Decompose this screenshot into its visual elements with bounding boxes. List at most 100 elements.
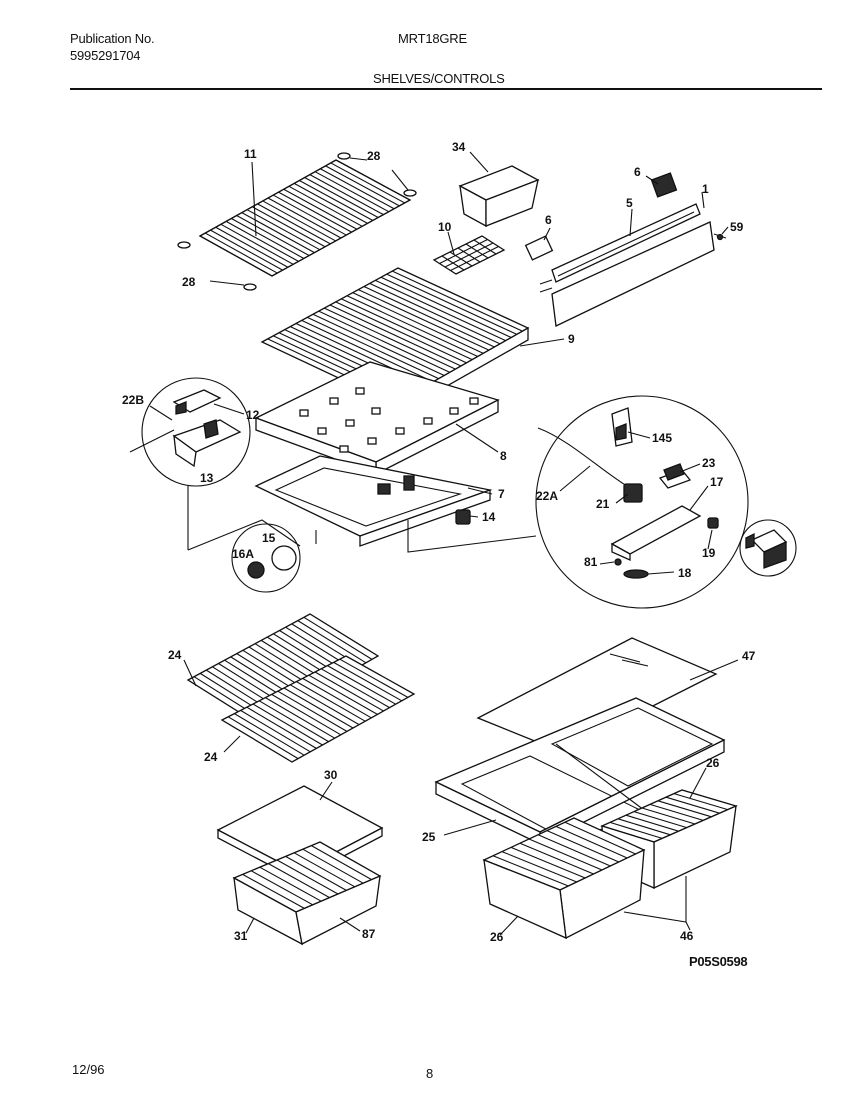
wire-line bbox=[673, 793, 728, 811]
wire-line bbox=[227, 716, 299, 760]
wire-line bbox=[303, 616, 373, 660]
frame-clip bbox=[367, 437, 377, 445]
wire-line bbox=[633, 811, 687, 829]
frame-clip bbox=[345, 419, 355, 427]
wire-line bbox=[308, 674, 378, 715]
callout-6: 6 bbox=[634, 165, 641, 179]
wire-line bbox=[609, 821, 663, 839]
wire-line bbox=[302, 848, 364, 884]
wire-line bbox=[234, 713, 305, 756]
wire-line bbox=[293, 182, 368, 224]
wire-line bbox=[296, 681, 366, 722]
wire-line bbox=[240, 709, 311, 753]
wire-line bbox=[450, 246, 499, 271]
wire-line bbox=[267, 197, 342, 239]
callout-23: 23 bbox=[702, 456, 716, 470]
part-14 bbox=[455, 509, 471, 525]
callout-26: 26 bbox=[490, 930, 504, 944]
wire-line bbox=[320, 668, 390, 709]
wire-line bbox=[293, 852, 356, 888]
wire-line bbox=[386, 273, 518, 335]
wire-line bbox=[492, 855, 569, 887]
wire-line bbox=[555, 825, 628, 859]
wire-line bbox=[307, 316, 439, 380]
wire-line bbox=[276, 859, 339, 895]
wire-line bbox=[283, 687, 354, 729]
frame-clip bbox=[371, 407, 381, 415]
wire-line bbox=[641, 807, 696, 825]
callout-18: 18 bbox=[678, 566, 692, 580]
wire-line bbox=[625, 814, 679, 832]
callout-7: 7 bbox=[498, 487, 505, 501]
wire-line bbox=[501, 851, 578, 883]
wire-line bbox=[289, 684, 360, 726]
detail-circle-left bbox=[129, 377, 251, 487]
callout-5: 5 bbox=[626, 196, 633, 210]
wire-shelf-top bbox=[198, 159, 412, 277]
shelf-frame-7 bbox=[254, 455, 493, 547]
wire-line bbox=[335, 301, 467, 364]
wire-line bbox=[258, 700, 329, 743]
wire-line bbox=[510, 846, 586, 879]
wire-line bbox=[302, 677, 372, 719]
wire-line bbox=[341, 298, 473, 361]
wire-line bbox=[617, 818, 671, 836]
wire-line bbox=[327, 665, 396, 705]
callout-28: 28 bbox=[182, 275, 196, 289]
publication-number: 5995291704 bbox=[70, 48, 141, 63]
callout-28: 28 bbox=[367, 149, 381, 163]
wire-line bbox=[265, 697, 335, 739]
callout-14: 14 bbox=[482, 510, 496, 524]
callout-19: 19 bbox=[702, 546, 716, 560]
wire-line bbox=[285, 855, 347, 891]
wire-line bbox=[339, 658, 409, 698]
wire-line bbox=[537, 834, 611, 867]
wire-line bbox=[528, 838, 603, 871]
small-bin bbox=[458, 165, 540, 228]
wire-line bbox=[297, 620, 367, 664]
wire-line bbox=[380, 276, 512, 338]
wire-line bbox=[320, 168, 395, 210]
callout-15: 15 bbox=[262, 531, 276, 545]
detail-circle-switch bbox=[739, 519, 797, 577]
shelf-end-caps bbox=[177, 152, 417, 291]
wire-line bbox=[330, 162, 405, 204]
footer-date: 12/96 bbox=[72, 1062, 105, 1077]
callout-81: 81 bbox=[584, 555, 598, 569]
wire-line bbox=[649, 803, 704, 821]
callout-145: 145 bbox=[652, 431, 672, 445]
figure-code: P05S0598 bbox=[689, 954, 748, 969]
wire-line bbox=[231, 217, 305, 259]
wire-line bbox=[314, 671, 384, 712]
wire-line bbox=[312, 313, 445, 376]
leader-lines bbox=[149, 151, 739, 936]
detail-circle-control bbox=[535, 395, 749, 609]
callout-24: 24 bbox=[204, 750, 218, 764]
wire-line bbox=[277, 690, 348, 732]
callout-9: 9 bbox=[568, 332, 575, 346]
model-number: MRT18GRE bbox=[398, 31, 467, 46]
callout-22a: 22A bbox=[536, 489, 558, 503]
wire-line bbox=[210, 229, 283, 271]
crisper-drawer-left bbox=[482, 817, 646, 940]
callout-47: 47 bbox=[742, 649, 756, 663]
wire-line bbox=[444, 242, 494, 268]
wire-line bbox=[252, 206, 326, 248]
wire-line bbox=[225, 220, 299, 262]
wire-shelf-24b bbox=[220, 655, 416, 763]
wire-line bbox=[329, 304, 462, 367]
wire-line bbox=[250, 870, 314, 906]
wire-line bbox=[204, 232, 278, 274]
wire-line bbox=[301, 319, 434, 383]
wire-line bbox=[268, 863, 330, 899]
wire-line bbox=[325, 165, 400, 207]
callout-17: 17 bbox=[710, 475, 724, 489]
wire-line bbox=[352, 292, 484, 354]
wire-line bbox=[375, 279, 506, 342]
wire-line bbox=[257, 203, 331, 245]
frame-clip bbox=[339, 445, 349, 453]
callout-12: 12 bbox=[246, 408, 260, 422]
callout-24: 24 bbox=[168, 648, 182, 662]
